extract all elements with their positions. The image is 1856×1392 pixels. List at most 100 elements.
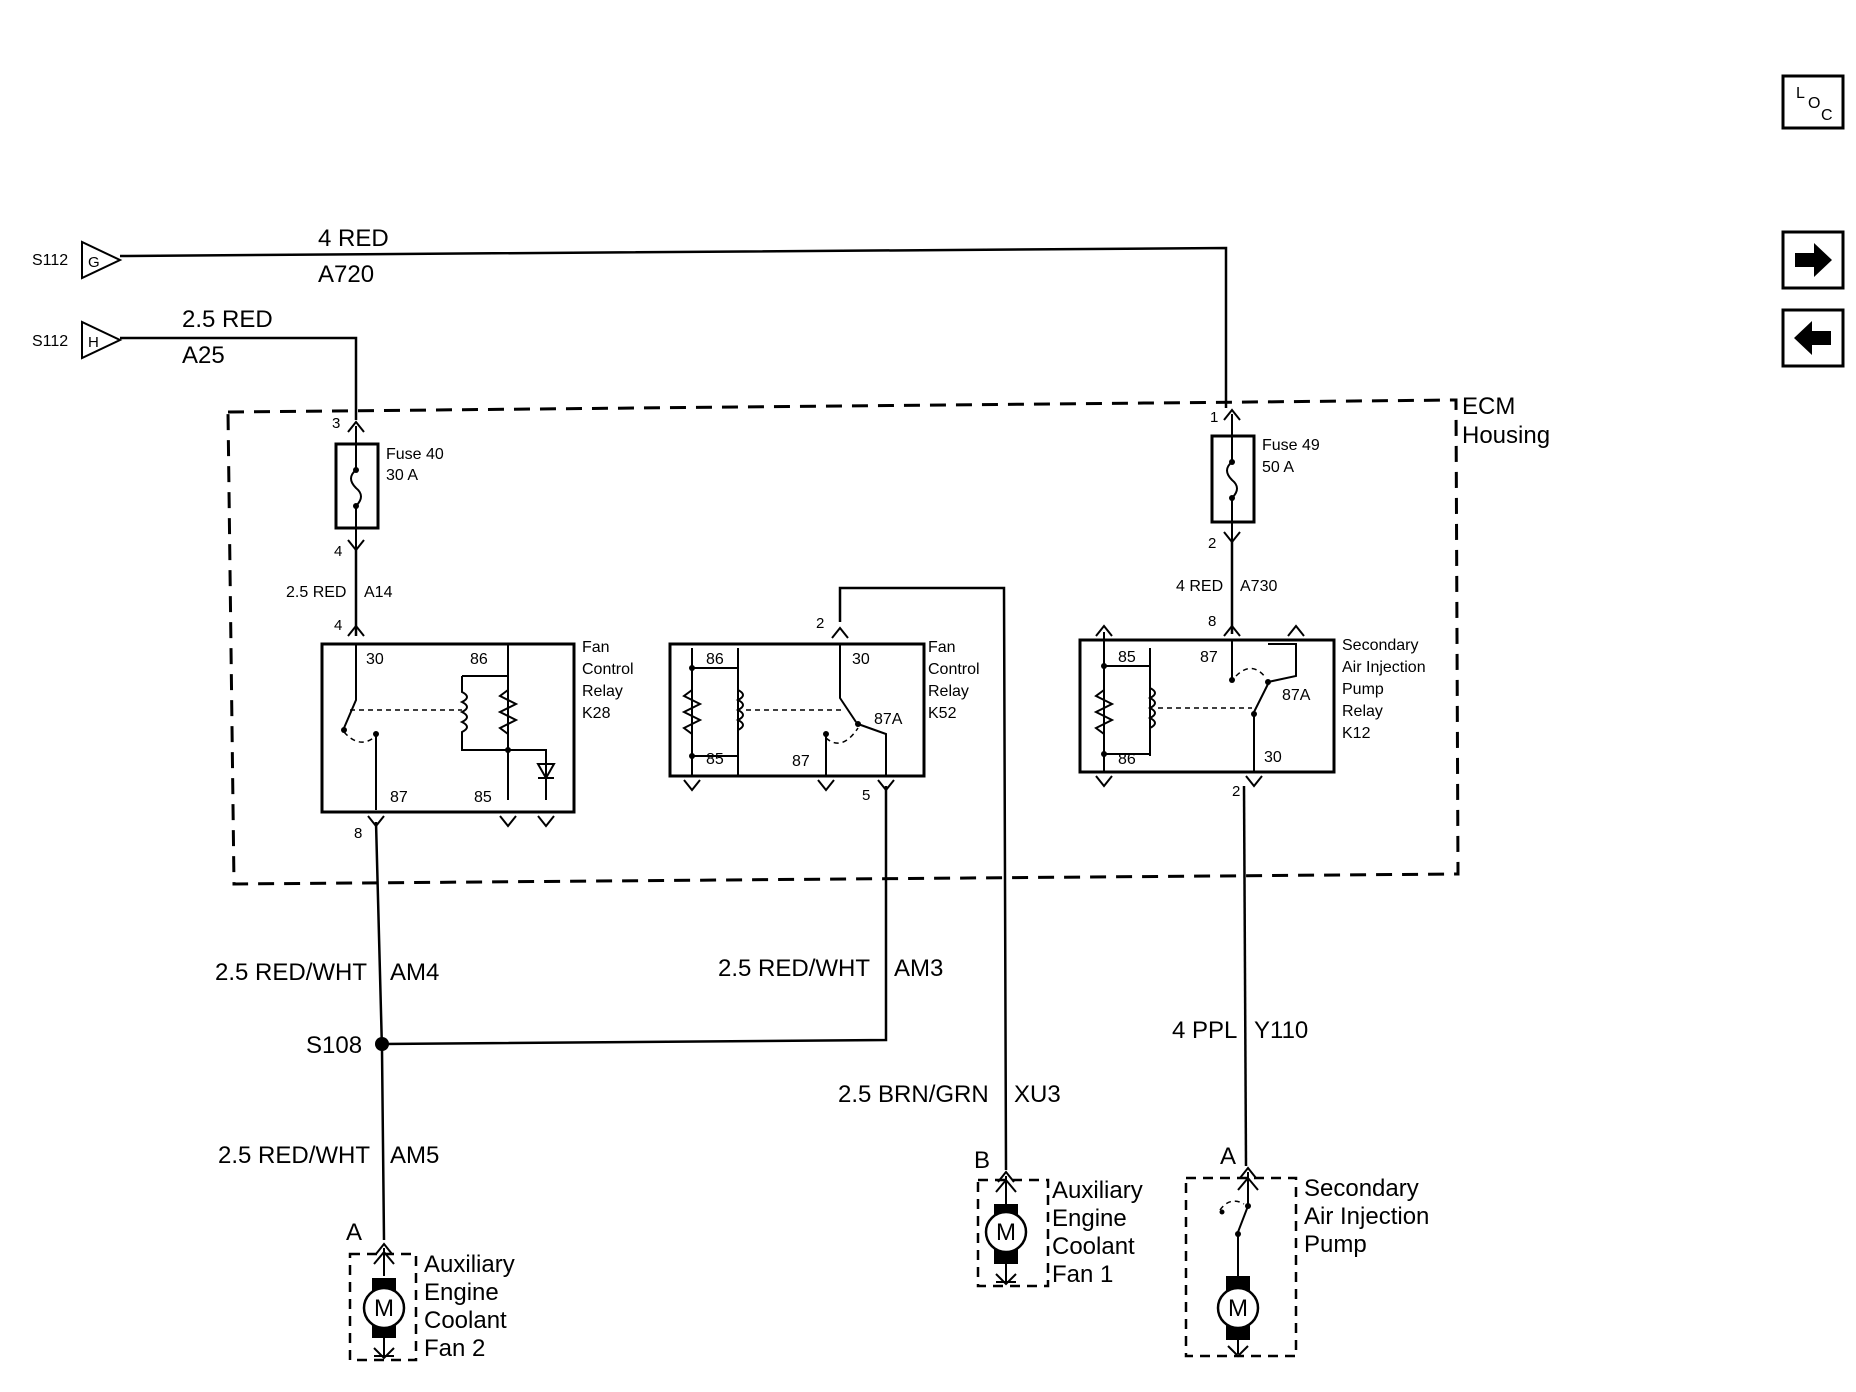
terminal-label: 87 xyxy=(390,789,408,806)
wire-label: 2.5 RED xyxy=(182,306,273,333)
fuse-rating: 50 A xyxy=(1262,459,1294,476)
component-label: Engine xyxy=(424,1279,499,1306)
wire-a720 xyxy=(119,246,1228,408)
pin-label: 5 xyxy=(862,787,870,804)
terminal-label: 30 xyxy=(366,651,384,668)
terminal-label: 87 xyxy=(792,753,810,770)
connector-s112-g: S112 G xyxy=(32,240,123,280)
relay-label: K28 xyxy=(582,705,611,722)
wire-y110 xyxy=(1242,785,1248,1167)
pin-label: G xyxy=(88,254,100,271)
pin-label: 8 xyxy=(1208,613,1216,630)
relay-label: Air Injection xyxy=(1342,659,1426,676)
splice-s108 xyxy=(375,1037,389,1051)
relay-k52: 2 86 30 87A 85 87 5 Fan Control Relay K5… xyxy=(668,615,980,804)
location-icon-c: C xyxy=(1821,107,1833,124)
component-label: Air Injection xyxy=(1304,1203,1429,1230)
relay-label: Secondary xyxy=(1342,637,1419,654)
splice-label: S108 xyxy=(306,1032,362,1059)
wire-label: 2.5 RED/WHT xyxy=(218,1142,370,1169)
relay-label: Fan xyxy=(582,639,610,656)
wire-am4-am5 xyxy=(374,821,386,1241)
terminal-label: 86 xyxy=(1118,751,1136,768)
relay-label: Relay xyxy=(1342,703,1383,720)
pin-label: 2 xyxy=(1232,783,1240,800)
component-label: Fan 1 xyxy=(1052,1261,1113,1288)
wire-label: 2.5 RED xyxy=(286,584,346,601)
secondary-air-injection-pump: A M Secondary Air Injection Pump xyxy=(1184,1143,1429,1358)
splice-label: S112 xyxy=(32,252,68,269)
motor-icon: M xyxy=(996,1219,1016,1246)
fuse-49: 1 Fuse 49 50 A 2 xyxy=(1208,409,1320,552)
relay-k12: 8 85 87 87A 86 30 2 Secondary Air Inject… xyxy=(1078,613,1426,800)
wire-label: 4 PPL xyxy=(1172,1017,1237,1044)
aux-coolant-fan-2: A M Auxiliary Engine Coolant Fan 2 xyxy=(346,1219,515,1362)
component-label: Engine xyxy=(1052,1205,1127,1232)
component-label: Secondary xyxy=(1304,1175,1419,1202)
component-label: Auxiliary xyxy=(424,1251,515,1278)
wire-label: 2.5 RED/WHT xyxy=(215,959,367,986)
circuit-label: AM4 xyxy=(390,959,439,986)
terminal-label: 86 xyxy=(706,651,724,668)
pin-label: 8 xyxy=(354,825,362,842)
component-label: Fan 2 xyxy=(424,1335,485,1362)
arrow-right-icon xyxy=(1795,243,1832,277)
location-icon-l: L xyxy=(1796,85,1805,102)
wire-a25 xyxy=(120,336,358,420)
component-label: Auxiliary xyxy=(1052,1177,1143,1204)
pin-label: A xyxy=(346,1219,362,1246)
relay-label: Control xyxy=(582,661,634,678)
location-button[interactable]: L O C xyxy=(1781,74,1845,130)
circuit-label: AM3 xyxy=(894,955,943,982)
terminal-label: 30 xyxy=(1264,749,1282,766)
splice-label: S112 xyxy=(32,333,68,350)
pin-label: B xyxy=(974,1147,990,1174)
relay-label: K52 xyxy=(928,705,957,722)
pin-label: A xyxy=(1220,1143,1236,1170)
pin-label: 2 xyxy=(1208,535,1216,552)
pin-label: H xyxy=(88,334,99,351)
location-icon-o: O xyxy=(1808,95,1820,112)
relay-k28: 4 30 86 87 85 8 Fan Control Relay K28 xyxy=(320,617,634,842)
wire-label: 2.5 RED/WHT xyxy=(718,955,870,982)
relay-label: Relay xyxy=(928,683,969,700)
wire-label: 2.5 BRN/GRN xyxy=(838,1081,989,1108)
motor-icon: M xyxy=(1228,1295,1248,1322)
wire-label: 4 RED xyxy=(1176,578,1223,595)
circuit-label: A720 xyxy=(318,261,374,288)
next-page-button[interactable] xyxy=(1781,230,1845,290)
terminal-label: 87A xyxy=(1282,687,1311,704)
pin-label: 4 xyxy=(334,543,342,560)
relay-label: Pump xyxy=(1342,681,1384,698)
prev-page-button[interactable] xyxy=(1781,308,1845,368)
fuse-name: Fuse 40 xyxy=(386,446,444,463)
fuse-40: 3 Fuse 40 30 A 4 xyxy=(332,415,444,560)
relay-label: Relay xyxy=(582,683,623,700)
arrow-left-icon xyxy=(1794,321,1831,355)
fuse-rating: 30 A xyxy=(386,467,418,484)
component-label: Pump xyxy=(1304,1231,1367,1258)
circuit-label: XU3 xyxy=(1014,1081,1061,1108)
ecm-housing-label: ECM xyxy=(1462,393,1515,420)
pin-label: 1 xyxy=(1210,409,1218,426)
pin-label: 3 xyxy=(332,415,340,432)
terminal-label: 85 xyxy=(706,751,724,768)
circuit-label: Y110 xyxy=(1254,1017,1308,1044)
terminal-label: 87 xyxy=(1200,649,1218,666)
component-label: Coolant xyxy=(424,1307,507,1334)
circuit-label: A730 xyxy=(1240,578,1277,595)
wire-am3 xyxy=(381,786,888,1046)
motor-icon: M xyxy=(374,1295,394,1322)
wire-xu3 xyxy=(838,586,1008,1171)
relay-label: K12 xyxy=(1342,725,1371,742)
circuit-label: A14 xyxy=(364,584,393,601)
terminal-label: 87A xyxy=(874,711,903,728)
fuse-name: Fuse 49 xyxy=(1262,437,1320,454)
relay-label: Fan xyxy=(928,639,956,656)
component-label: Coolant xyxy=(1052,1233,1135,1260)
circuit-label: AM5 xyxy=(390,1142,439,1169)
terminal-label: 30 xyxy=(852,651,870,668)
connector-s112-h: S112 H xyxy=(32,320,123,360)
ecm-housing-label: Housing xyxy=(1462,422,1550,449)
